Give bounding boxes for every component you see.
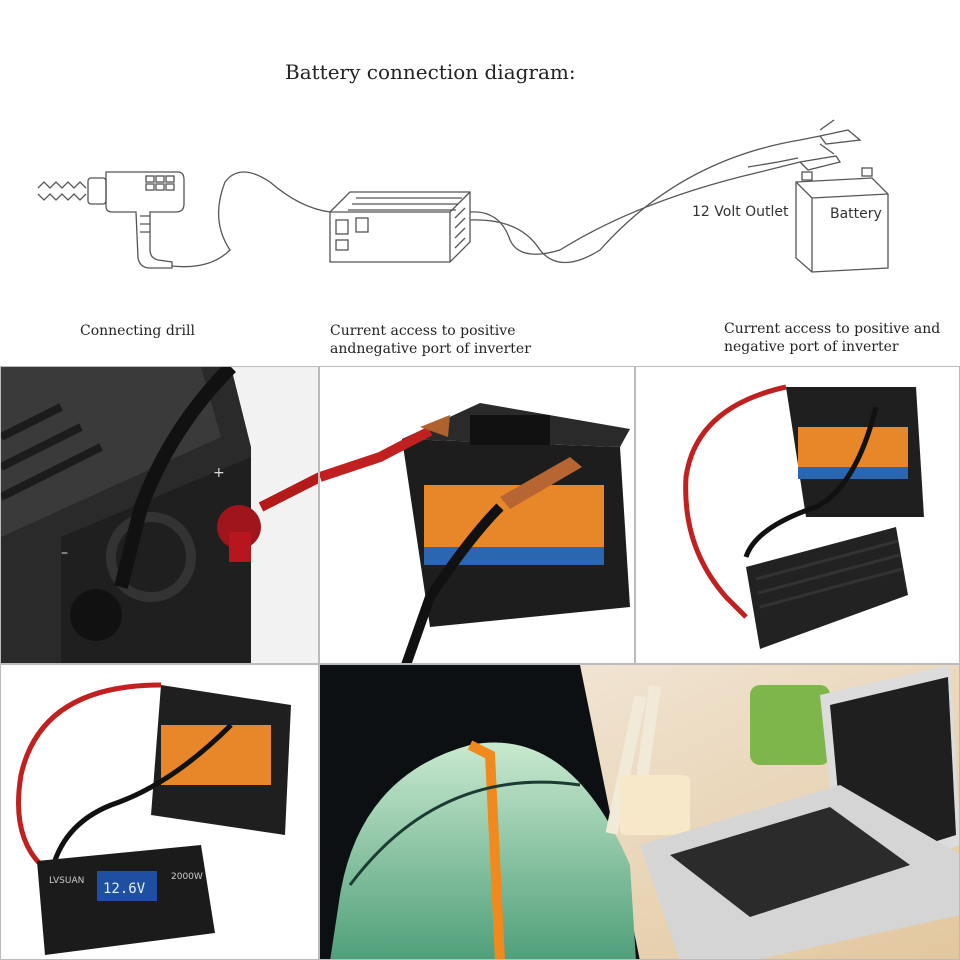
photo-battery-clamps <box>319 366 635 664</box>
inverter-power: 2000W <box>171 872 203 882</box>
photo-inverter-display: 12.6V LVSUAN 2000W <box>0 664 319 960</box>
inverter-display-readout: 12.6V <box>103 881 146 897</box>
outlet-label: 12 Volt Outlet <box>692 204 789 220</box>
svg-text:–: – <box>61 545 68 561</box>
caption-drill: Connecting drill <box>80 323 195 339</box>
diagram-title: Battery connection diagram: <box>285 60 576 84</box>
drill-sketch <box>37 171 185 269</box>
battery-sketch <box>795 167 889 273</box>
inverter-sketch <box>329 191 471 263</box>
caption-battery: Current access to positive and negative … <box>724 320 940 356</box>
svg-text:+: + <box>213 465 225 481</box>
caption-battery-line1: Current access to positive and <box>724 321 941 337</box>
caption-inverter-line1: Current access to positive <box>330 323 516 339</box>
photo-battery-inverter <box>635 366 960 664</box>
connection-sketch <box>37 119 889 273</box>
caption-inverter-line2: andnegative port of inverter <box>330 341 531 357</box>
photo-camping-laptop <box>319 664 960 960</box>
caption-inverter: Current access to positive andnegative p… <box>330 322 531 358</box>
inverter-brand: LVSUAN <box>49 876 84 886</box>
battery-label: Battery <box>830 206 882 222</box>
photo-inverter-terminals: + – <box>0 366 319 664</box>
caption-battery-line2: negative port of inverter <box>724 339 899 355</box>
